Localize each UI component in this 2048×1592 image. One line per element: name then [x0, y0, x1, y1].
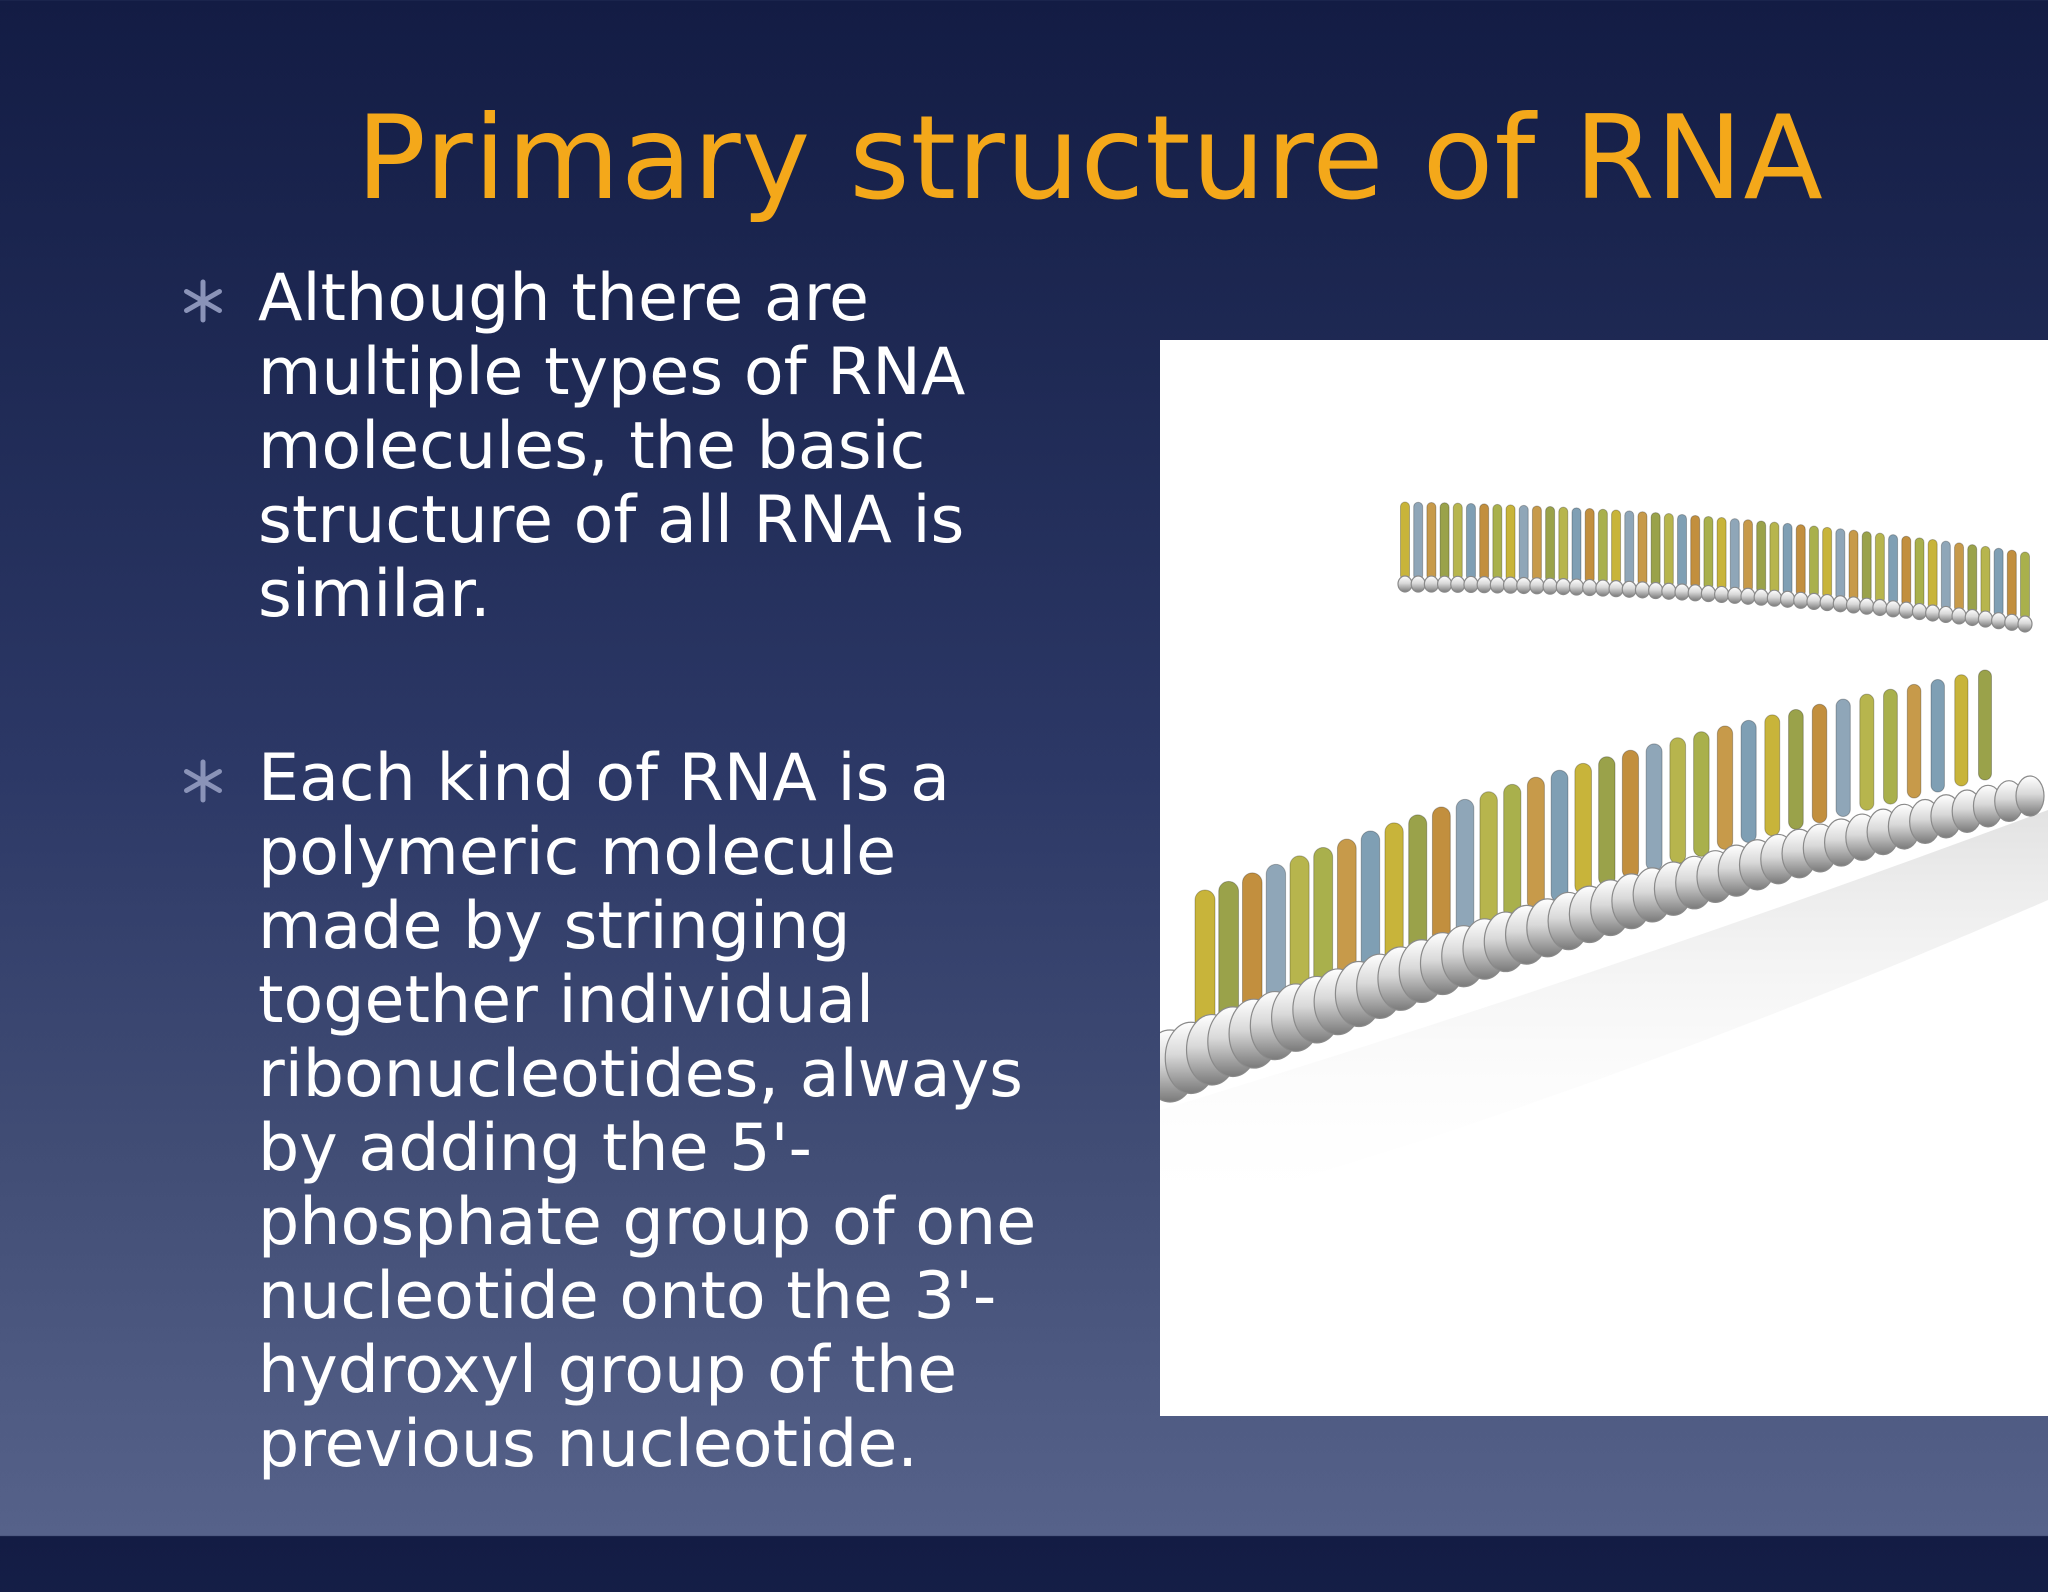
asterisk-icon [176, 270, 236, 330]
slide-title: Primary structure of RNA [356, 90, 1824, 226]
bullet-text-2: Each kind of RNA is a polymeric molecule… [258, 741, 1037, 1482]
bullet-item-2: Each kind of RNA is a polymeric molecule… [184, 741, 1088, 1482]
bullet-item-1: Although there are multiple types of RNA… [184, 261, 1088, 632]
bullet-text-1: Although there are multiple types of RNA… [258, 261, 966, 632]
rna-strand-illustration [1160, 340, 2048, 1416]
asterisk-icon [176, 750, 236, 810]
bullet-list: Although there are multiple types of RNA… [184, 261, 1088, 1592]
rna-strand-icon [1160, 501, 2048, 1220]
